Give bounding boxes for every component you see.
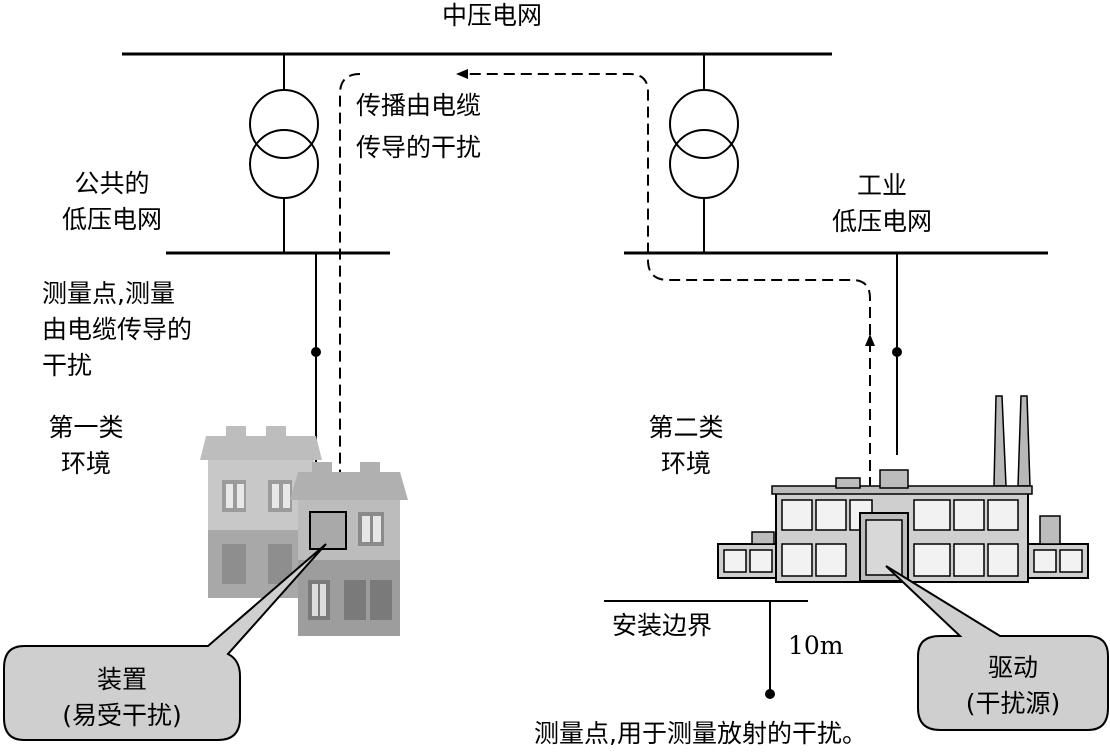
first-environment-label-line2: 环境 xyxy=(61,449,111,478)
transformer-public-icon xyxy=(249,54,319,253)
residential-houses-icon xyxy=(200,426,408,636)
conducted-measure-label-line1: 测量点,测量 xyxy=(42,279,175,308)
device-callout-line2: (易受干扰) xyxy=(62,701,182,730)
propagation-label-line2: 传导的干扰 xyxy=(356,133,481,162)
device-callout-line1: 装置 xyxy=(97,665,147,694)
second-environment-label-line2: 环境 xyxy=(661,449,711,478)
conducted-measure-label-line3: 干扰 xyxy=(42,351,92,380)
device-box xyxy=(309,511,347,550)
second-environment-label-line1: 第二类 xyxy=(648,413,723,442)
mv-grid-label: 中压电网 xyxy=(442,1,542,30)
radiated-measure-label: 测量点,用于测量放射的干扰。 xyxy=(534,719,867,748)
installation-boundary-label: 安装边界 xyxy=(612,611,712,640)
first-environment-label-line1: 第一类 xyxy=(48,413,123,442)
transformer-industrial-icon xyxy=(669,54,739,253)
industrial-lv-label-line2: 低压电网 xyxy=(832,207,932,236)
conducted-measure-label-line2: 由电缆传导的 xyxy=(42,315,192,344)
factory-icon xyxy=(717,395,1089,583)
device-callout: 装置 (易受干扰) xyxy=(3,543,327,741)
industrial-lv-label-line1: 工业 xyxy=(857,171,907,200)
industrial-measure-point xyxy=(892,347,902,357)
drive-callout: 驱动 (干扰源) xyxy=(885,565,1109,731)
conducted-measure-point xyxy=(311,347,321,357)
drive-callout-line2: (干扰源) xyxy=(966,689,1061,718)
public-lv-label-line1: 公共的 xyxy=(74,169,149,198)
drive-callout-line1: 驱动 xyxy=(988,653,1038,682)
propagation-label-line1: 传播由电缆 xyxy=(356,91,481,120)
radiated-measure-point xyxy=(765,689,775,699)
distance-label: 10m xyxy=(788,631,844,660)
disturbance-propagation-down-path xyxy=(335,73,361,514)
public-lv-label-line2: 低压电网 xyxy=(62,205,162,234)
drive-unit-inner xyxy=(865,519,903,576)
disturbance-propagation-path xyxy=(456,69,871,505)
